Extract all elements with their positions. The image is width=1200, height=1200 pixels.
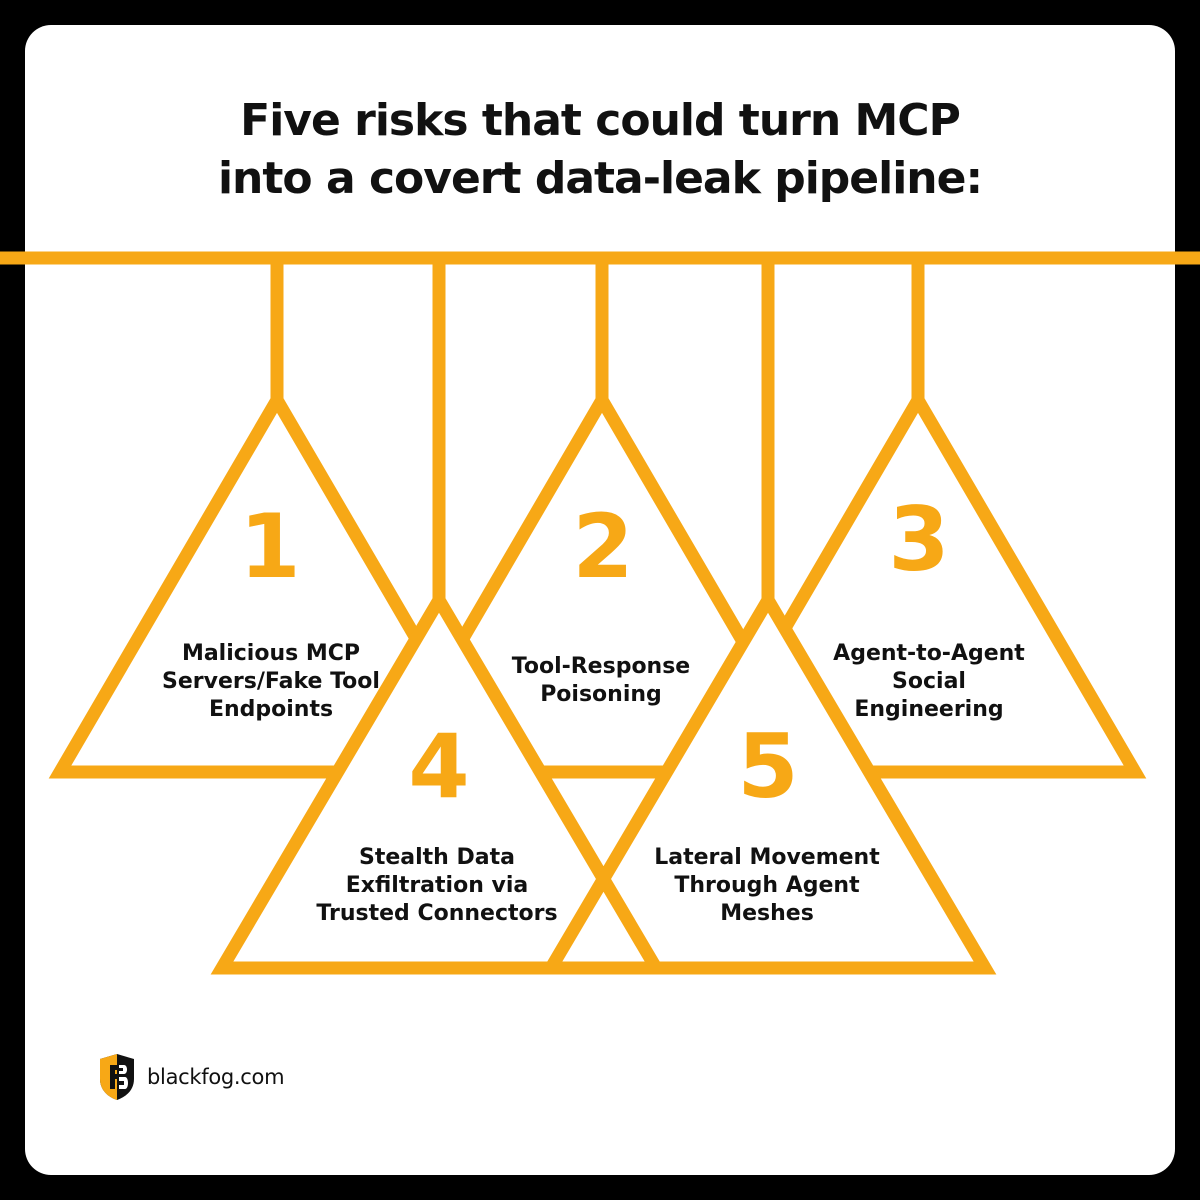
risk-1-label-line-1: Malicious MCP xyxy=(182,641,360,666)
risk-1-label-line-2: Servers/Fake Tool xyxy=(162,669,380,694)
risk-2-label-line-1: Tool-Response xyxy=(512,654,690,679)
risk-2-label-line-2: Poisoning xyxy=(540,682,662,707)
risk-3-label-line-3: Engineering xyxy=(854,697,1003,722)
page-title: Five risks that could turn MCP into a co… xyxy=(0,92,1200,208)
triangle-1 xyxy=(48,387,506,779)
triangle-3 xyxy=(689,387,1147,779)
blackfog-shield-logo-icon xyxy=(100,1054,134,1100)
risk-4-label-line-2: Exfiltration via xyxy=(346,873,529,898)
content-card xyxy=(25,25,1175,1175)
triangle-4 xyxy=(210,587,668,975)
triangle-5-mask xyxy=(551,600,985,968)
risk-4-label-line-1: Stealth Data xyxy=(359,845,515,870)
risk-4-label-line-3: Trusted Connectors xyxy=(316,901,557,926)
risk-3-number: 3 xyxy=(888,488,949,591)
risk-1-number: 1 xyxy=(239,495,300,598)
risk-2-number: 2 xyxy=(572,495,633,598)
risk-5-label-line-3: Meshes xyxy=(720,901,814,926)
risk-4-number: 4 xyxy=(408,715,469,818)
risk-5-label-line-2: Through Agent xyxy=(674,873,860,898)
risk-5-number: 5 xyxy=(737,715,798,818)
triangle-4-mask xyxy=(222,600,656,968)
risk-3-label-line-2: Social xyxy=(892,669,966,694)
title-line-1: Five risks that could turn MCP xyxy=(240,95,961,146)
triangle-5 xyxy=(539,587,997,975)
risk-3-label-line-1: Agent-to-Agent xyxy=(833,641,1025,666)
risk-1-label-line-3: Endpoints xyxy=(209,697,333,722)
title-line-2: into a covert data-leak pipeline: xyxy=(217,153,983,204)
brand-url: blackfog.com xyxy=(147,1065,285,1089)
triangle-2 xyxy=(373,387,831,779)
brand-footer: blackfog.com xyxy=(97,1052,285,1102)
risk-5-label-line-1: Lateral Movement xyxy=(654,845,880,870)
